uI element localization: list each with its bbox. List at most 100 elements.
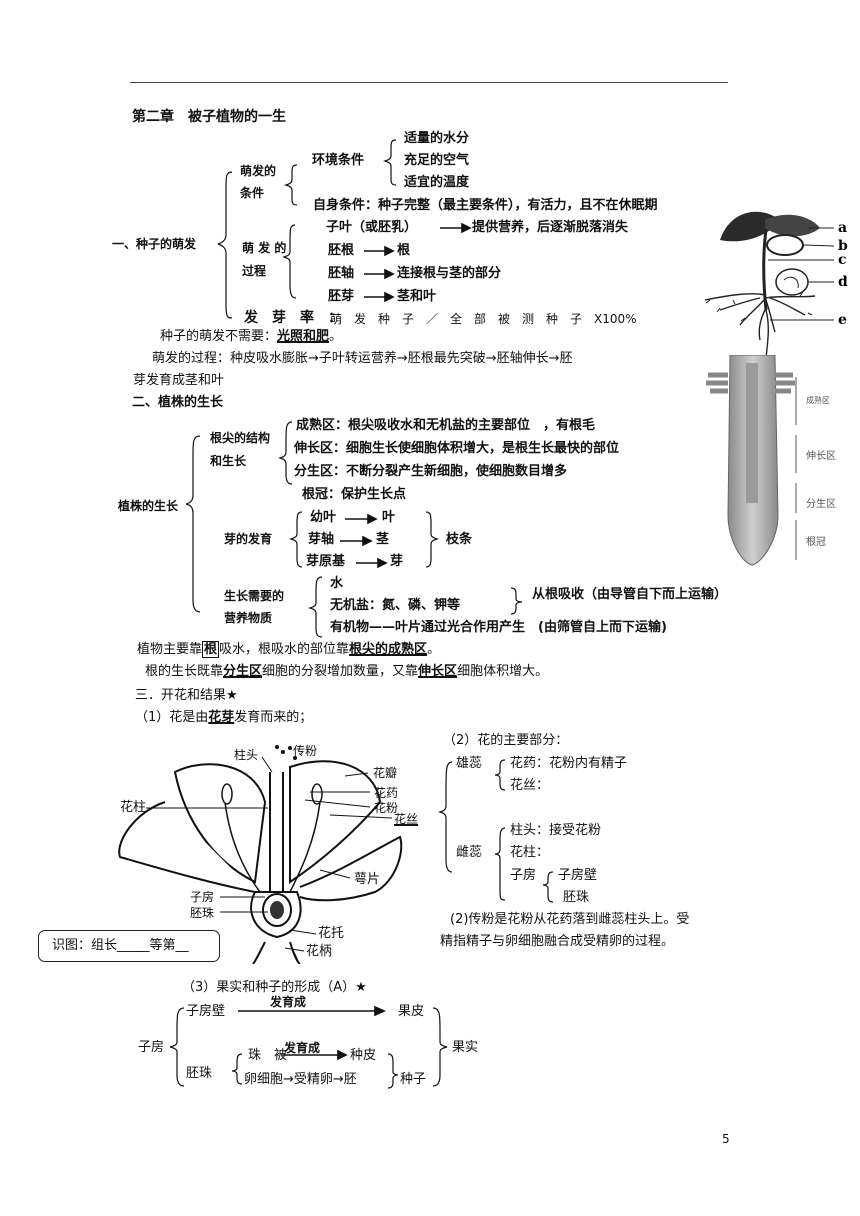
process-line-1: 萌发的过程：种皮吸水膨胀→子叶转运营养→胚根最先突破→胚轴伸长→胚 <box>152 351 573 366</box>
item1-prefix: （1）花是由 <box>135 710 209 725</box>
root-tip-diagram: 成熟区 伸长区 分生区 根冠 <box>706 355 797 566</box>
flower-diagram <box>118 745 403 964</box>
line-a-2: 吸水，根吸水的部位靠 <box>219 642 350 657</box>
flower-label-pedicel: 花柄 <box>306 944 333 959</box>
pistil-item: 花柱： <box>510 845 550 860</box>
process-label-1: 萌 发 的 <box>242 241 287 255</box>
flower-label-anther: 花药 <box>374 786 399 800</box>
root-tip-item: 伸长区：细胞生长使细胞体积增大，是根生长最快的部位 <box>294 441 620 456</box>
header-rule <box>130 82 728 83</box>
fruit-ovule: 胚珠 <box>186 1066 213 1081</box>
stamen-label: 雄蕊 <box>456 756 483 771</box>
flower-label-style: 花柱 <box>120 800 147 815</box>
flower-label-filament: 花丝 <box>394 812 419 826</box>
process-line-2: 芽发育成茎和叶 <box>133 373 225 388</box>
seedling-diagram: a b c d e <box>704 211 848 359</box>
conditions-label-1: 萌发的 <box>240 164 277 178</box>
process-part: 胚芽 <box>328 289 355 304</box>
line-a-1: 植物主要靠 <box>137 642 203 657</box>
line-b-1: 根的生长既靠 <box>145 664 224 679</box>
flower-label-ovule: 胚珠 <box>190 906 215 920</box>
identify-box-text: 识图：组长_____等第__ <box>52 938 189 953</box>
root-tip-item: 成熟区：根尖吸收水和无机盐的主要部位 ，有根毛 <box>296 418 596 433</box>
line-b-u1: 分生区 <box>223 664 263 679</box>
process-label-2: 过程 <box>242 264 267 278</box>
flower-label-ovary: 子房 <box>190 890 215 904</box>
bud-result-branch: 枝条 <box>446 532 473 547</box>
page-number: 5 <box>722 1132 730 1146</box>
germination-rate-label: 发 芽 率 ： <box>244 310 342 326</box>
bud-result: 芽 <box>390 554 404 569</box>
seed-coat: 种皮 <box>350 1048 377 1063</box>
flower-label-pollination: 传粉 <box>293 744 318 758</box>
root-tip-item: 分生区：不断分裂产生新细胞，使细胞数目增多 <box>294 464 568 479</box>
process-result: 根 <box>397 243 411 258</box>
seedling-label: d <box>838 274 848 290</box>
pollination-line-2: 精指精子与卵细胞融合成受精卵的过程。 <box>440 934 675 949</box>
fruit-ovary: 子房 <box>138 1040 165 1055</box>
pericarp: 果皮 <box>398 1004 425 1019</box>
nutrient-label-1: 生长需要的 <box>224 589 285 603</box>
not-needed-suffix: 。 <box>329 329 343 344</box>
line-a-3: 。 <box>427 642 441 657</box>
section-growth: 二、植株的生长 <box>132 395 224 410</box>
bud-label: 芽的发育 <box>224 532 273 546</box>
flower-label-receptacle: 花托 <box>318 926 345 941</box>
self-condition: 自身条件：种子完整（最主要条件），有活力，且不在休眠期 <box>313 198 658 213</box>
line-a-underlined: 根尖的成熟区 <box>349 642 428 657</box>
egg-chain: 卵细胞→受精卵→胚 <box>244 1072 357 1087</box>
line-b-2: 细胞的分裂增加数量，又靠 <box>262 664 419 679</box>
flower-label-sepal: 萼片 <box>354 872 381 887</box>
pollination-line-1: (2)传粉是花粉从花药落到雌蕊柱头上。受 <box>450 912 690 927</box>
process-result: 茎和叶 <box>397 289 437 304</box>
section-germination: 一、种子的萌发 <box>112 237 197 251</box>
develop-label-mid: 发育成 <box>284 1041 321 1055</box>
process-result: 提供营养，后逐渐脱落消失 <box>472 220 629 235</box>
root-label-elongation: 伸长区 <box>806 451 836 462</box>
chapter-title: 第二章 被子植物的一生 <box>132 109 286 125</box>
item1-suffix: 发育而来的； <box>234 710 313 725</box>
root-tip-label-1: 根尖的结构 <box>210 431 271 445</box>
seedling-label: b <box>838 238 848 254</box>
fruit: 果实 <box>452 1040 479 1055</box>
flower-parts-title: （2）花的主要部分： <box>443 733 569 748</box>
env-label: 环境条件 <box>312 153 365 168</box>
ovary-item: 胚珠 <box>563 890 590 905</box>
line-a-boxed: 根 <box>202 641 220 658</box>
pistil-label: 雌蕊 <box>456 845 483 860</box>
ovary-item: 子房壁 <box>558 868 598 883</box>
stamen-item: 花药：花粉内有精子 <box>510 756 628 771</box>
bud-result: 叶 <box>382 510 396 525</box>
root-tip-label-2: 和生长 <box>210 454 247 468</box>
stamen-item: 花丝： <box>510 778 550 793</box>
pistil-item: 柱头：接受花粉 <box>510 823 602 838</box>
section-flowering: 三．开花和结果★ <box>135 688 238 703</box>
process-part: 胚轴 <box>328 266 355 281</box>
ovary-label: 子房 <box>510 868 537 883</box>
germination-rate-formula: 萌 发 种 子 ／ 全 部 被 测 种 子 X100% <box>330 312 637 326</box>
seedling-label: c <box>838 252 847 268</box>
nutrient-label-2: 营养物质 <box>224 611 273 625</box>
item1-underlined: 花芽 <box>208 710 235 725</box>
conditions-label-2: 条件 <box>240 186 265 200</box>
fruit-formation-title: （3）果实和种子的形成（A）★ <box>182 980 367 995</box>
env-item: 适量的水分 <box>404 131 470 146</box>
seedling-label: e <box>838 312 847 328</box>
process-part: 子叶（或胚乳） <box>326 220 418 235</box>
seedling-label: a <box>838 220 847 236</box>
bud-part: 芽轴 <box>308 532 335 547</box>
bud-result: 茎 <box>376 532 390 547</box>
bud-part: 芽原基 <box>306 554 346 569</box>
line-b-3: 细胞体积增大。 <box>457 664 549 679</box>
develop-label-top: 发育成 <box>270 995 307 1009</box>
not-needed-value: 光照和肥 <box>277 329 330 344</box>
root-label-mature: 成熟区 <box>806 396 830 405</box>
flower-label-pollen: 花粉 <box>374 801 399 815</box>
nutrient-transport: 从根吸收（由导管自下而上运输） <box>532 587 728 602</box>
root-label-cap: 根冠 <box>806 537 826 548</box>
integument: 珠 被 <box>248 1048 288 1063</box>
nutrient-item: 有机物——叶片通过光合作用产生 (由筛管自上而下运输) <box>330 620 667 635</box>
process-result: 连接根与茎的部分 <box>397 266 502 281</box>
root-label-meristem: 分生区 <box>806 499 836 510</box>
